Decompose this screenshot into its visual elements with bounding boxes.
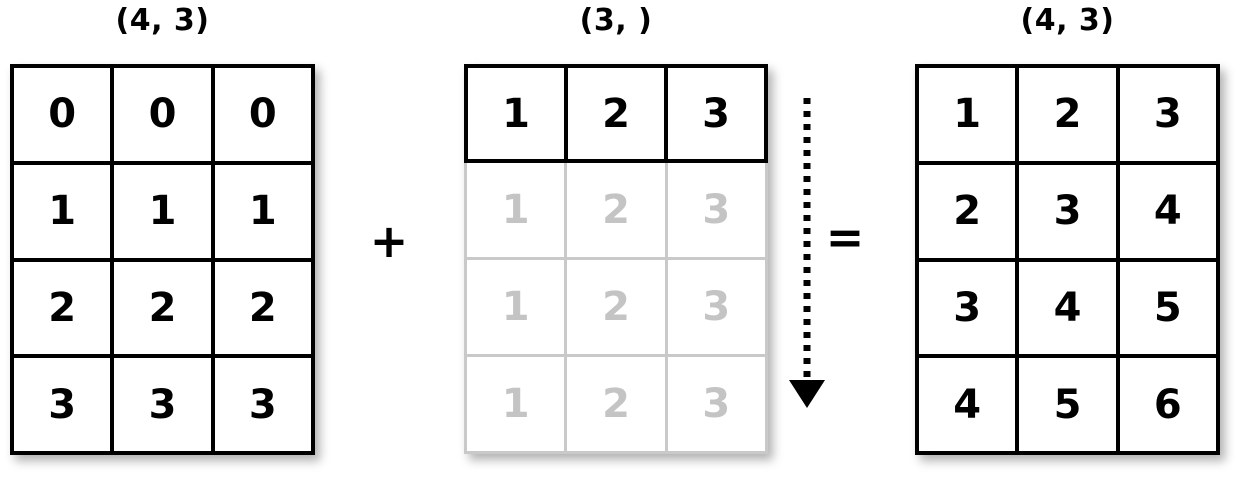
- matrix-cell: 2: [14, 261, 111, 355]
- matrix-cell: 2: [568, 68, 664, 159]
- plus-operator: +: [369, 214, 409, 268]
- matrix-cell: 4: [1119, 164, 1216, 258]
- broadcast-arrow-icon: [789, 98, 825, 408]
- matrix-cell: 2: [114, 261, 211, 355]
- matrix-cell-ghost: 3: [667, 357, 765, 451]
- broadcast-ghost-row: 1 2 3: [464, 357, 768, 454]
- matrix-cell: 4: [1019, 261, 1116, 355]
- matrix-cell-ghost: 3: [667, 163, 765, 257]
- matrix-cell: 1: [14, 164, 111, 258]
- matrix-cell: 2: [919, 164, 1016, 258]
- matrix-cell: 2: [214, 261, 311, 355]
- matrix-operand-b: 1 2 3 1 2 3 1 2 3 1 2 3: [464, 64, 768, 455]
- matrix-cell: 3: [214, 358, 311, 451]
- matrix-cell: 3: [919, 261, 1016, 355]
- matrix-cell: 6: [1119, 358, 1216, 451]
- matrix-cell: 3: [14, 358, 111, 451]
- matrix-cell: 3: [114, 358, 211, 451]
- matrix-cell: 1: [919, 68, 1016, 161]
- matrix-cell-ghost: 2: [567, 260, 665, 354]
- shape-label-operand-a: (4, 3): [115, 3, 210, 38]
- matrix-cell: 1: [114, 164, 211, 258]
- matrix-cell-ghost: 1: [467, 163, 565, 257]
- shape-label-result: (4, 3): [1020, 3, 1115, 38]
- matrix-result: 1 2 3 2 3 4 3 4 5 4 5 6: [915, 64, 1220, 455]
- matrix-cell: 0: [114, 68, 211, 161]
- matrix-operand-a: 0 0 0 1 1 1 2 2 2 3 3 3: [10, 64, 315, 455]
- matrix-cell-ghost: 1: [467, 260, 565, 354]
- matrix-cell: 3: [668, 68, 764, 159]
- broadcast-ghost-row: 1 2 3: [464, 163, 768, 260]
- matrix-cell-ghost: 1: [467, 357, 565, 451]
- matrix-cell: 2: [1019, 68, 1116, 161]
- matrix-cell: 1: [468, 68, 564, 159]
- matrix-cell: 0: [214, 68, 311, 161]
- matrix-cell-ghost: 3: [667, 260, 765, 354]
- equals-operator: =: [825, 210, 865, 264]
- matrix-cell: 0: [14, 68, 111, 161]
- matrix-cell: 5: [1019, 358, 1116, 451]
- shape-label-operand-b: (3, ): [579, 3, 653, 38]
- broadcast-ghost-row: 1 2 3: [464, 260, 768, 357]
- matrix-cell-ghost: 2: [567, 163, 665, 257]
- broadcast-source-row: 1 2 3: [464, 64, 768, 163]
- matrix-cell: 4: [919, 358, 1016, 451]
- matrix-cell: 5: [1119, 261, 1216, 355]
- matrix-cell: 3: [1119, 68, 1216, 161]
- matrix-cell: 1: [214, 164, 311, 258]
- matrix-cell-ghost: 2: [567, 357, 665, 451]
- matrix-cell: 3: [1019, 164, 1116, 258]
